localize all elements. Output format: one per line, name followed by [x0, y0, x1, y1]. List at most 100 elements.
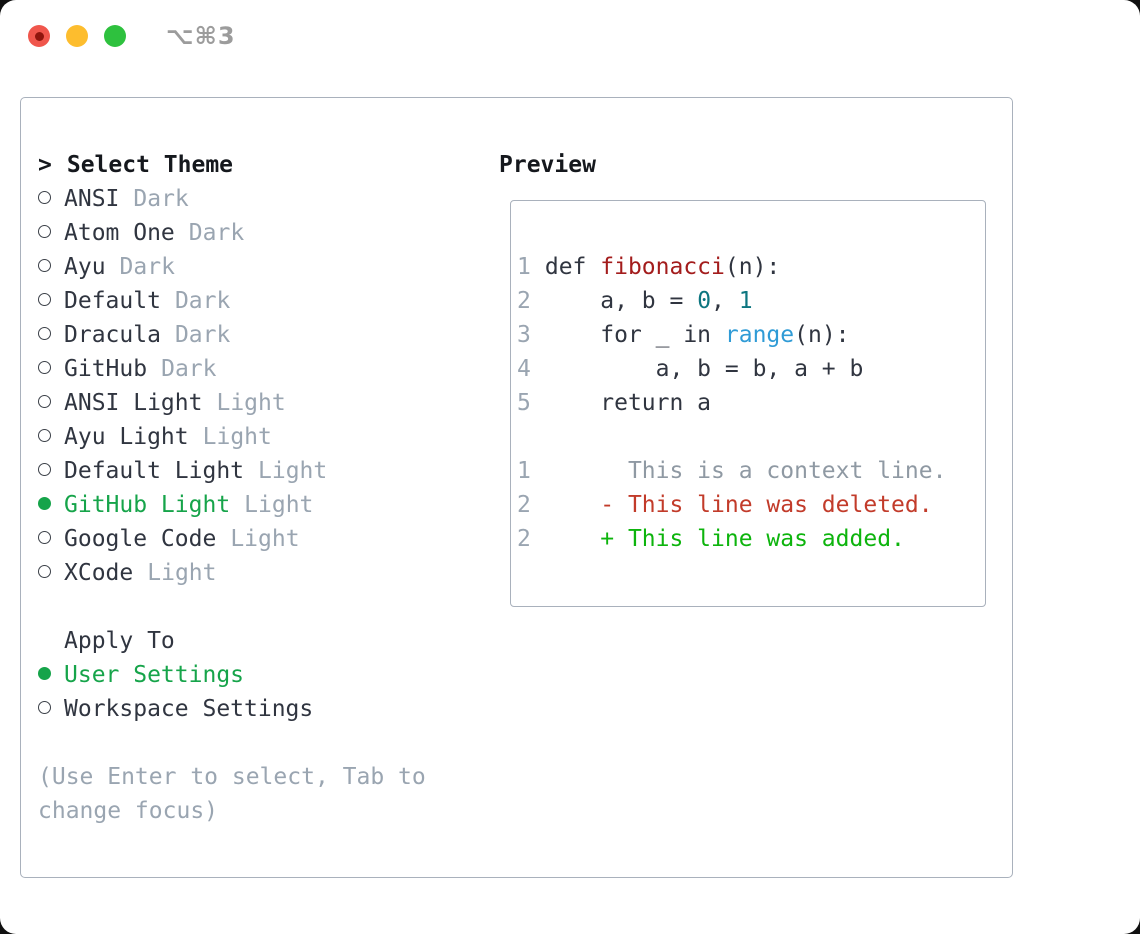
preview-line: 3 for _ in range(n): [517, 318, 979, 352]
radio-icon [38, 463, 51, 476]
theme-name: ANSI [64, 186, 120, 212]
code-token: (n): [724, 254, 781, 280]
preview-line: 1 This is a context line. [517, 454, 979, 488]
hint-line-2: change focus) [38, 798, 219, 824]
radio-icon [38, 327, 51, 340]
apply-to-heading: Apply To [38, 624, 478, 658]
spacer [517, 420, 979, 454]
apply-option[interactable]: User Settings [38, 658, 478, 692]
preview-line: 4 a, b = b, a + b [517, 352, 979, 386]
radio-icon [38, 191, 51, 204]
theme-variant: Dark [174, 322, 231, 348]
close-button[interactable] [28, 25, 50, 47]
theme-name: GitHub Light [64, 492, 231, 518]
code-token: def [544, 254, 601, 280]
theme-variant: Light [216, 390, 286, 416]
theme-option[interactable]: Ayu Dark [38, 250, 478, 284]
theme-variant: Dark [133, 186, 189, 212]
theme-name: Default [64, 288, 161, 314]
code-token: 1 [738, 288, 753, 314]
maximize-button[interactable] [104, 25, 126, 47]
line-number: 2 [517, 492, 531, 518]
cursor-indicator: > [38, 152, 52, 178]
select-theme-title: Select Theme [66, 152, 234, 178]
theme-option[interactable]: Default Light Light [38, 454, 478, 488]
theme-variant: Dark [188, 220, 245, 246]
preview-line: 5 return a [517, 386, 979, 420]
apply-option-label: User Settings [64, 662, 245, 688]
theme-name: Ayu [64, 254, 106, 280]
theme-variant: Light [202, 424, 272, 450]
theme-variant: Light [230, 526, 300, 552]
theme-option[interactable]: GitHub Light Light [38, 488, 478, 522]
theme-variant: Dark [119, 254, 175, 280]
preview-line: 1 def fibonacci(n): [517, 250, 979, 284]
spacer [38, 726, 478, 760]
theme-variant: Light [147, 560, 217, 586]
radio-icon [38, 395, 51, 408]
code-token: range [724, 322, 795, 348]
code-token: - This line was deleted. [544, 492, 933, 518]
theme-name: Google Code [64, 526, 217, 552]
line-number: 2 [517, 288, 531, 314]
theme-name: Ayu Light [64, 424, 189, 450]
code-token: 0 [697, 288, 712, 314]
code-token: , [711, 288, 739, 314]
minimize-button[interactable] [66, 25, 88, 47]
code-token: return a [544, 390, 712, 416]
theme-option[interactable]: Ayu Light Light [38, 420, 478, 454]
radio-icon [38, 565, 51, 578]
theme-name: ANSI Light [64, 390, 203, 416]
code-token: fibonacci [600, 254, 725, 280]
theme-name: Atom One [64, 220, 175, 246]
radio-icon [38, 531, 51, 544]
code-token: a, b = b, a + b [544, 356, 864, 382]
code-token: + This line was added. [544, 526, 905, 552]
code-token: a, b = [544, 288, 698, 314]
line-number: 2 [517, 526, 531, 552]
radio-icon [38, 361, 51, 374]
apply-option[interactable]: Workspace Settings [38, 692, 478, 726]
code-token: for _ in [544, 322, 725, 348]
radio-icon [38, 701, 51, 714]
apply-option-label: Workspace Settings [64, 696, 314, 722]
preview-line: 2 + This line was added. [517, 522, 979, 556]
line-number: 1 [517, 254, 531, 280]
radio-icon [38, 293, 51, 306]
diff-preview: 1 This is a context line. 2 - This line w… [517, 454, 979, 556]
theme-name: XCode [64, 560, 134, 586]
theme-option[interactable]: ANSI Dark [38, 182, 478, 216]
preview-heading: Preview [499, 152, 596, 178]
theme-option[interactable]: ANSI Light Light [38, 386, 478, 420]
hint-text: (Use Enter to select, Tab to change focu… [38, 760, 478, 828]
theme-option[interactable]: Default Dark [38, 284, 478, 318]
radio-icon [38, 259, 51, 272]
radio-icon [38, 225, 51, 238]
line-number: 4 [517, 356, 531, 382]
theme-variant: Dark [174, 288, 231, 314]
theme-option[interactable]: Google Code Light [38, 522, 478, 556]
theme-variant: Light [258, 458, 328, 484]
theme-name: Default Light [64, 458, 245, 484]
theme-name: Dracula [64, 322, 161, 348]
radio-icon [38, 429, 51, 442]
line-number: 3 [517, 322, 531, 348]
select-theme-heading: > Select Theme [38, 148, 478, 182]
hint-line-1: (Use Enter to select, Tab to [38, 764, 426, 790]
radio-selected-icon [38, 667, 51, 680]
theme-name: GitHub [64, 356, 148, 382]
theme-option[interactable]: Atom One Dark [38, 216, 478, 250]
theme-option[interactable]: Dracula Dark [38, 318, 478, 352]
code-token: This is a context line. [544, 458, 947, 484]
apply-to-title: Apply To [64, 628, 175, 654]
code-token: (n): [794, 322, 850, 348]
theme-option[interactable]: XCode Light [38, 556, 478, 590]
theme-variant: Light [244, 492, 314, 518]
preview-line: 2 a, b = 0, 1 [517, 284, 979, 318]
